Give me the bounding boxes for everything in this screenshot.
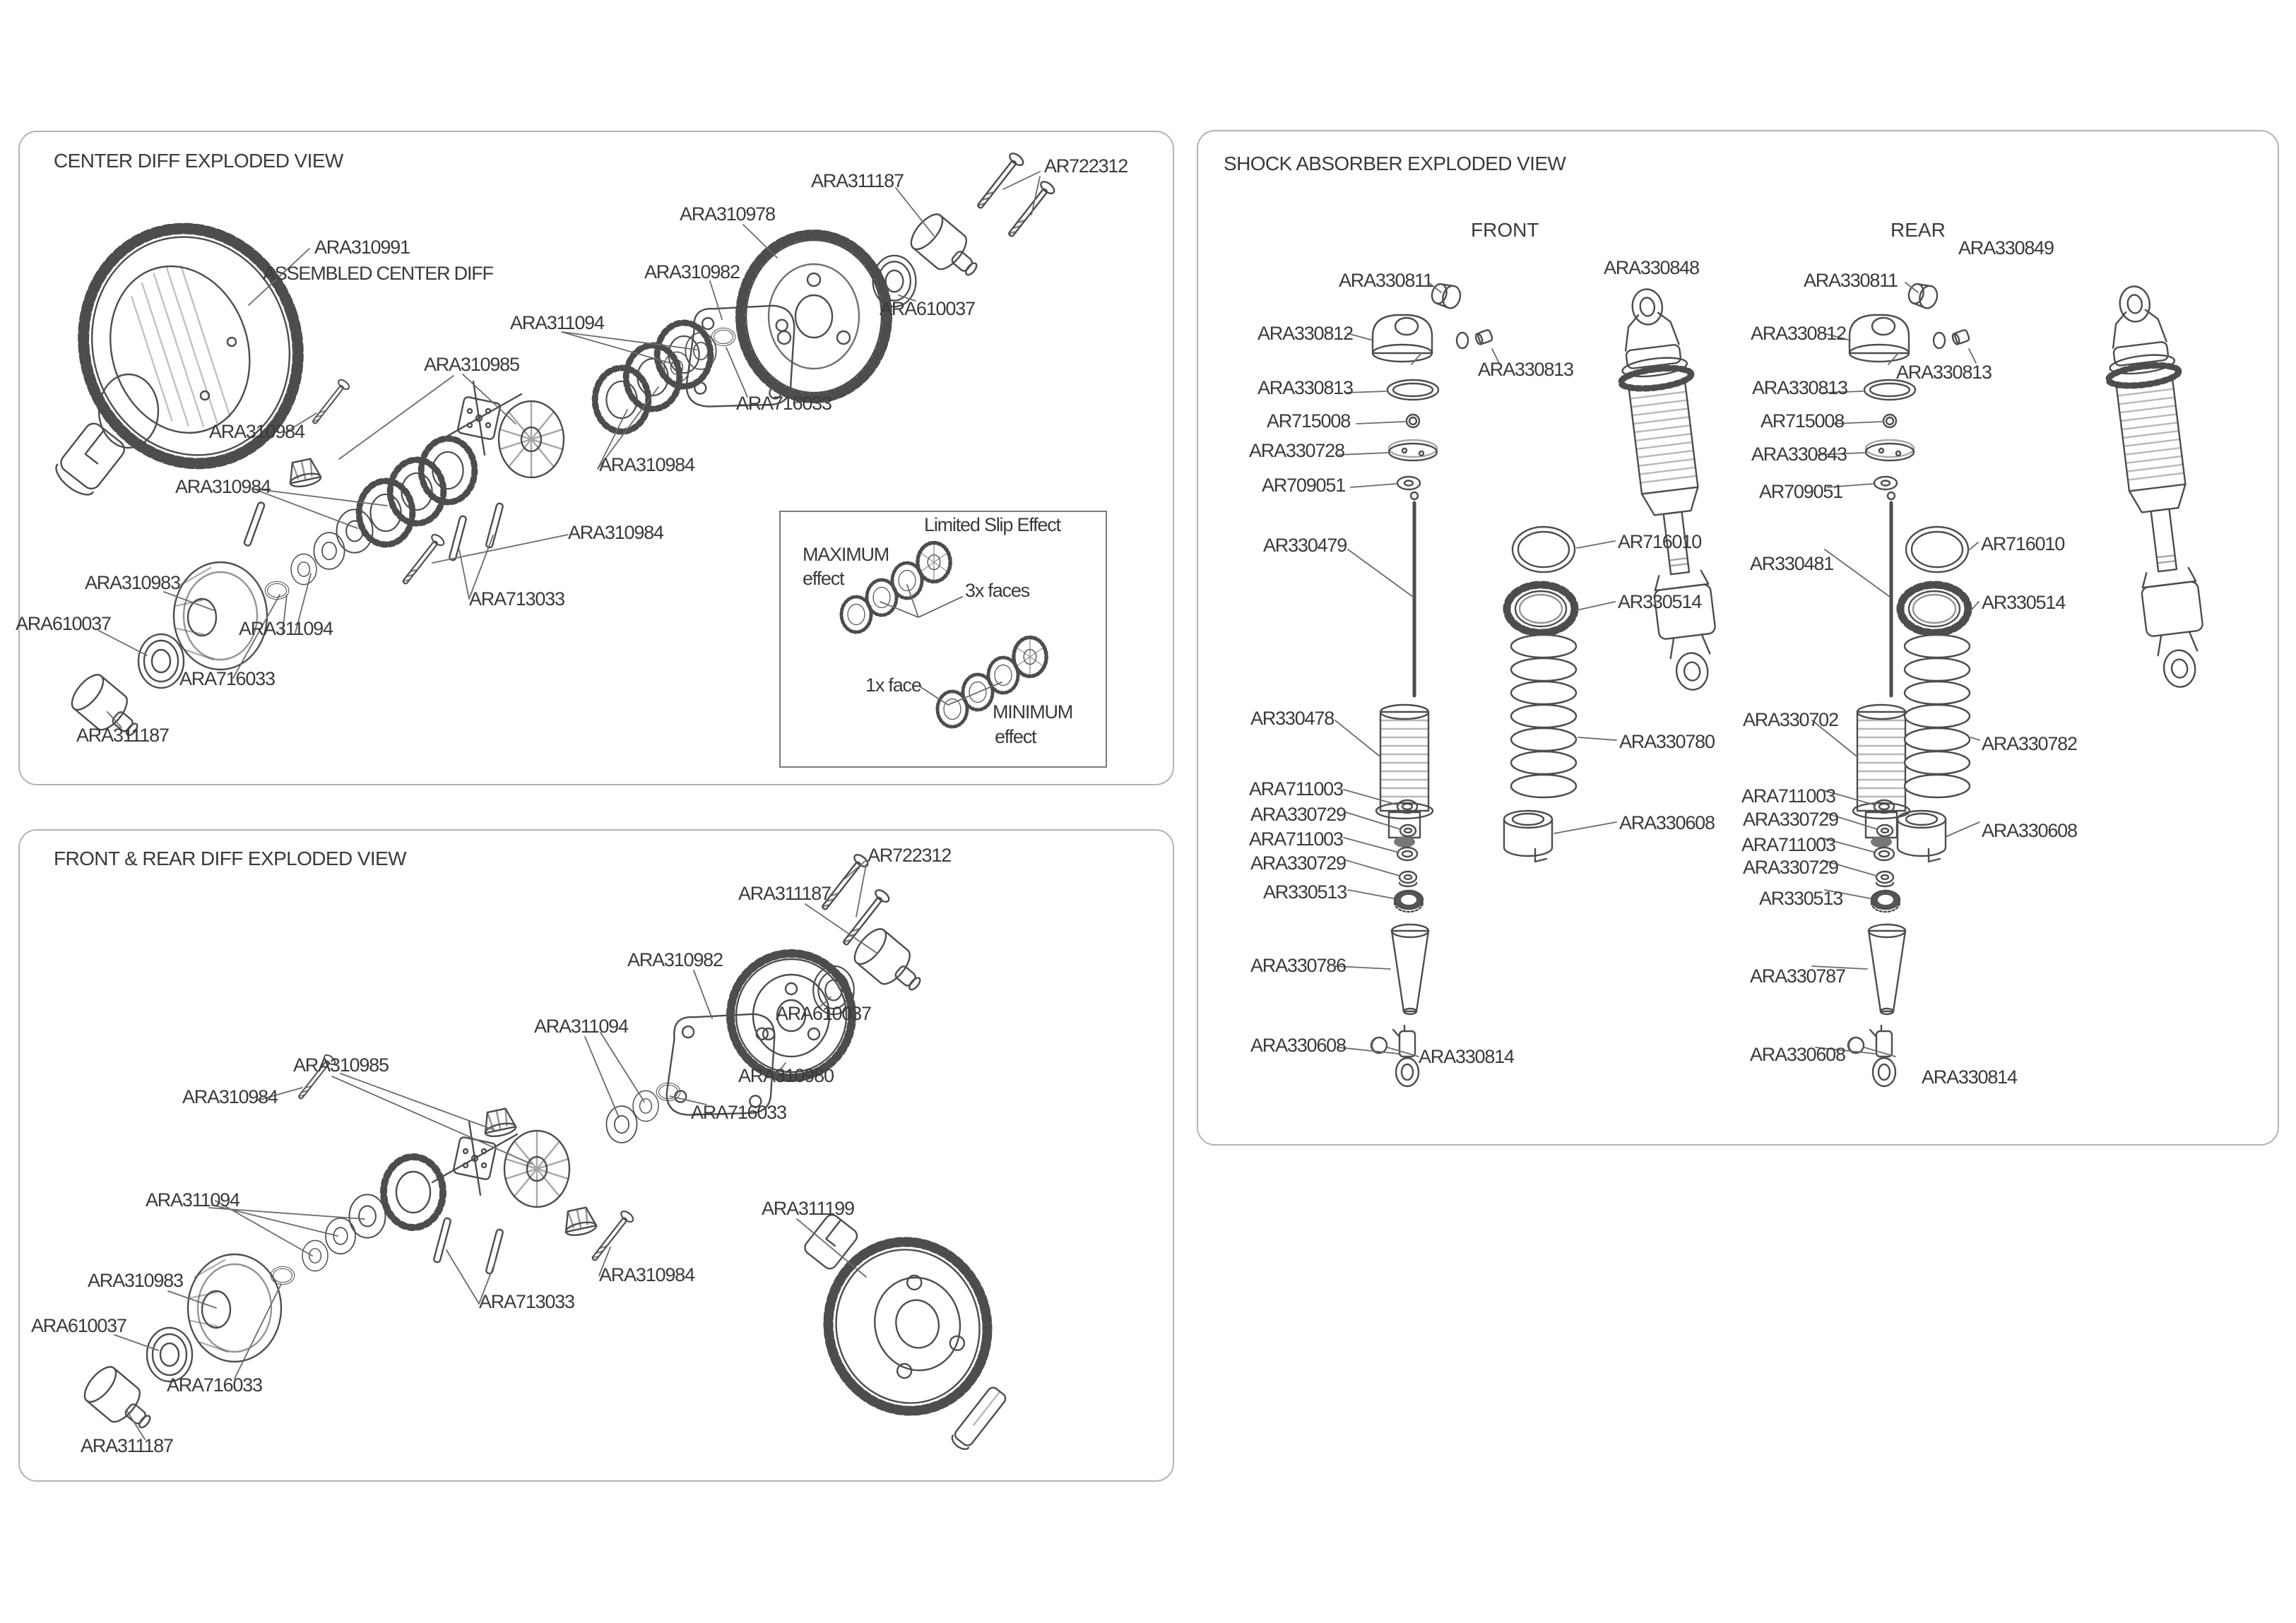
part-label-ara330813: ARA330813 — [1258, 377, 1354, 398]
part-label-ar330478: AR330478 — [1250, 708, 1335, 729]
part-label-ara610037: ARA610037 — [16, 613, 112, 634]
part-label-ara310982: ARA310982 — [644, 261, 740, 283]
part-label-ara310984: ARA310984 — [175, 476, 271, 497]
part-label-ara311094: ARA311094 — [239, 618, 333, 639]
part-label-ar715008: AR715008 — [1761, 410, 1845, 432]
part-label-effect: effect — [803, 568, 845, 589]
part-label-ara711003: ARA711003 — [1249, 828, 1344, 850]
part-label-ara330786: ARA330786 — [1250, 955, 1347, 976]
part-label-ara330729: ARA330729 — [1250, 804, 1347, 825]
part-label-effect: effect — [995, 726, 1037, 747]
part-label-ara330814: ARA330814 — [1922, 1066, 2018, 1088]
part-label-1x-face: 1x face — [865, 674, 922, 696]
part-label-ara713033: ARA713033 — [469, 588, 565, 610]
part-label-ara610037: ARA610037 — [880, 298, 976, 319]
panel-center-diff — [18, 131, 1174, 785]
part-label-ara610037: ARA610037 — [31, 1315, 127, 1336]
part-label-ara330812: ARA330812 — [1258, 323, 1354, 344]
part-label-ara330728: ARA330728 — [1249, 440, 1345, 461]
part-label-ar330513: AR330513 — [1263, 881, 1347, 903]
part-label-ara330848: ARA330848 — [1604, 257, 1700, 278]
part-label-ara311094: ARA311094 — [146, 1189, 240, 1211]
part-label-ara310985: ARA310985 — [424, 354, 520, 375]
part-label-ara716033: ARA716033 — [691, 1102, 787, 1123]
part-label-ara330813: ARA330813 — [1478, 359, 1574, 380]
part-label-ara711003: ARA711003 — [1741, 834, 1836, 855]
part-label-ara330608: ARA330608 — [1619, 812, 1715, 833]
part-label-ara330814: ARA330814 — [1419, 1046, 1515, 1067]
part-label-ara610037: ARA610037 — [776, 1003, 872, 1024]
part-label-minimum: MINIMUM — [993, 701, 1073, 723]
part-label-ara310984: ARA310984 — [568, 522, 664, 543]
part-label-ara311187: ARA311187 — [738, 883, 832, 904]
panel-title-front-rear-diff: FRONT & REAR DIFF EXPLODED VIEW — [54, 848, 407, 869]
part-label-ara310991: ARA310991 — [314, 237, 410, 258]
part-label-ar722312: AR722312 — [868, 845, 952, 866]
part-label-ara330849: ARA330849 — [1958, 237, 2054, 258]
part-label-ar715008: AR715008 — [1267, 410, 1351, 432]
panel-front-rear-diff — [18, 829, 1174, 1482]
part-label-ar330514: AR330514 — [1618, 591, 1702, 612]
part-label-ar330481: AR330481 — [1750, 553, 1834, 574]
panel-title-center-diff: CENTER DIFF EXPLODED VIEW — [54, 150, 343, 172]
part-label-ara310984: ARA310984 — [599, 454, 695, 475]
part-label-ara310983: ARA310983 — [88, 1270, 184, 1291]
part-label-ara716033: ARA716033 — [167, 1374, 263, 1396]
part-label-ara716033: ARA716033 — [179, 668, 276, 689]
part-label-ara711003: ARA711003 — [1741, 785, 1836, 807]
part-label-rear: REAR — [1890, 219, 1946, 241]
part-label-ara330787: ARA330787 — [1750, 965, 1846, 987]
part-label-front: FRONT — [1471, 219, 1539, 241]
part-label-ara330813: ARA330813 — [1752, 377, 1848, 398]
part-label-ara311187: ARA311187 — [811, 170, 904, 191]
part-label-ar709051: AR709051 — [1262, 475, 1346, 496]
part-label-ara310980: ARA310980 — [738, 1065, 834, 1086]
part-label-limited-slip-effect: Limited Slip Effect — [924, 514, 1061, 535]
part-label-ar330514: AR330514 — [1982, 592, 2066, 613]
part-label-ara716033: ARA716033 — [736, 393, 832, 414]
part-label-ar716010: AR716010 — [1618, 531, 1702, 552]
part-label-ara310983: ARA310983 — [85, 572, 181, 593]
part-label-maximum: MAXIMUM — [803, 544, 889, 565]
panel-title-shock-absorber: SHOCK ABSORBER EXPLODED VIEW — [1224, 153, 1566, 174]
part-label-ara310984: ARA310984 — [209, 421, 305, 442]
part-label-ara330608: ARA330608 — [1750, 1044, 1846, 1065]
part-label-ara330729: ARA330729 — [1743, 809, 1839, 830]
part-label-ara330729: ARA330729 — [1250, 852, 1347, 874]
part-label-assembled-center-diff: ASSEMBLED CENTER DIFF — [263, 263, 494, 284]
part-label-ara311094: ARA311094 — [510, 312, 605, 333]
part-label-ar330513: AR330513 — [1759, 888, 1843, 909]
part-label-ara330843: ARA330843 — [1751, 444, 1847, 465]
part-label-ar716010: AR716010 — [1981, 533, 2065, 554]
part-label-ara310984: ARA310984 — [599, 1264, 695, 1285]
part-label-ara311199: ARA311199 — [762, 1198, 855, 1219]
part-label-ara311187: ARA311187 — [81, 1435, 174, 1456]
part-label-ara330702: ARA330702 — [1743, 709, 1839, 730]
part-label-ara330780: ARA330780 — [1619, 731, 1715, 752]
part-label-ar709051: AR709051 — [1759, 481, 1843, 502]
part-label-ara330608: ARA330608 — [1250, 1035, 1347, 1056]
part-label-ara711003: ARA711003 — [1249, 778, 1344, 799]
part-label-ara330812: ARA330812 — [1751, 323, 1847, 344]
limited-slip-inset-box — [779, 511, 1107, 768]
part-label-ar722312: AR722312 — [1044, 155, 1128, 177]
part-label-ara330811: ARA330811 — [1339, 270, 1433, 291]
part-label-ara330608: ARA330608 — [1982, 820, 2078, 841]
part-label-ara310985: ARA310985 — [293, 1054, 389, 1076]
part-label-ara310978: ARA310978 — [680, 203, 776, 225]
part-label-ara311187: ARA311187 — [76, 725, 170, 746]
part-label-ara330729: ARA330729 — [1743, 857, 1839, 878]
part-label-ara310982: ARA310982 — [627, 949, 723, 970]
part-label-ara713033: ARA713033 — [479, 1291, 575, 1312]
panel-shock-absorber — [1197, 130, 2279, 1146]
part-label-ar330479: AR330479 — [1263, 535, 1347, 556]
part-label-ara310984: ARA310984 — [182, 1086, 278, 1107]
part-label-ara330813: ARA330813 — [1896, 362, 1992, 383]
part-label-ara330811: ARA330811 — [1804, 270, 1898, 291]
part-label-ara330782: ARA330782 — [1982, 733, 2078, 754]
part-label-3x-faces: 3x faces — [965, 580, 1030, 601]
part-label-ara311094: ARA311094 — [534, 1016, 629, 1037]
